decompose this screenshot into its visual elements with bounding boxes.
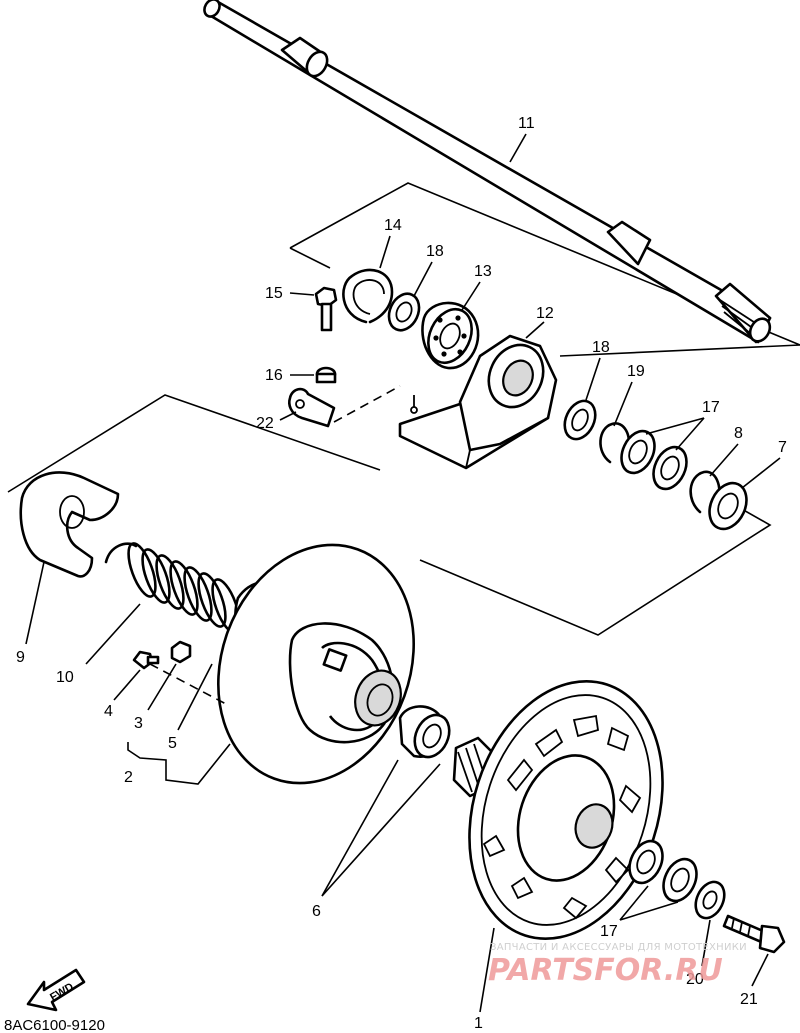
- part-bolt-15: 15: [265, 285, 338, 332]
- callout-6: 6: [312, 903, 321, 920]
- callout-14: 14: [384, 217, 402, 234]
- diagram-part-code: 8AC6100-9120: [4, 1017, 105, 1033]
- callout-9: 9: [16, 649, 25, 666]
- callout-4: 4: [104, 703, 113, 720]
- callout-12: 12: [536, 305, 554, 322]
- part-washer-18-upper: 18: [387, 243, 444, 332]
- part-washer-20: 20: [686, 880, 726, 988]
- part-spacers-6: 6: [312, 705, 451, 920]
- part-bracket-22: 22: [256, 385, 401, 432]
- part-spacer-17-upper: 17: [620, 399, 720, 491]
- part-bolt-4: 4: [104, 650, 160, 720]
- callout-3: 3: [134, 715, 143, 732]
- part-spacer-17-lower: 17: [600, 839, 698, 940]
- callout-11: 11: [518, 115, 535, 132]
- part-bolt-21: 21: [722, 914, 786, 1008]
- callout-16: 16: [265, 367, 283, 384]
- part-circlip-8: 8: [689, 425, 743, 514]
- part-circlip-14: 14: [342, 217, 402, 324]
- callout-5: 5: [168, 735, 177, 752]
- callout-13: 13: [474, 263, 492, 280]
- callout-2: 2: [124, 769, 133, 786]
- watermark-brand: PARTSFOR.RU: [488, 953, 723, 988]
- callout-10: 10: [56, 669, 74, 686]
- callout-7: 7: [778, 439, 787, 456]
- part-washer-18-lower: 18: [563, 339, 610, 441]
- callout-18-lower: 18: [592, 339, 610, 356]
- fwd-arrow-icon: FWD: [26, 968, 86, 1012]
- callout-8: 8: [734, 425, 743, 442]
- callout-17-lower: 17: [600, 923, 618, 940]
- lower-assembly-outline: [7, 394, 772, 636]
- part-spring-10: 10: [56, 542, 241, 686]
- part-slider-3: 3: [134, 640, 192, 732]
- callout-18-upper: 18: [426, 243, 444, 260]
- watermark-tagline: ЗАПЧАСТИ И АКСЕССУАРЫ ДЛЯ МОТОТЕХНИКИ: [490, 942, 747, 953]
- part-washer-7: 7: [708, 439, 787, 531]
- callout-1: 1: [474, 1015, 483, 1032]
- callout-20: 20: [686, 971, 704, 988]
- watermark: ЗАПЧАСТИ И АКСЕССУАРЫ ДЛЯ МОТОТЕХНИКИ PA…: [488, 942, 747, 988]
- part-bearing-13: 13: [421, 263, 492, 370]
- part-bearing-housing-12: 12: [398, 305, 558, 470]
- part-pin-5: 5: [149, 663, 227, 752]
- callout-19: 19: [627, 363, 645, 380]
- part-nut-16: 16: [265, 366, 337, 384]
- part-cam-9: 9: [16, 471, 120, 666]
- upper-assembly-outline: [289, 182, 800, 357]
- part-secondary-shaft: 11: [203, 0, 772, 344]
- part-movable-sheave-2: 2: [124, 543, 415, 786]
- callout-21: 21: [740, 991, 758, 1008]
- callout-17-upper: 17: [702, 399, 720, 416]
- part-fixed-sheave-1: 1: [452, 679, 664, 1032]
- callout-22: 22: [256, 415, 274, 432]
- callout-15: 15: [265, 285, 283, 302]
